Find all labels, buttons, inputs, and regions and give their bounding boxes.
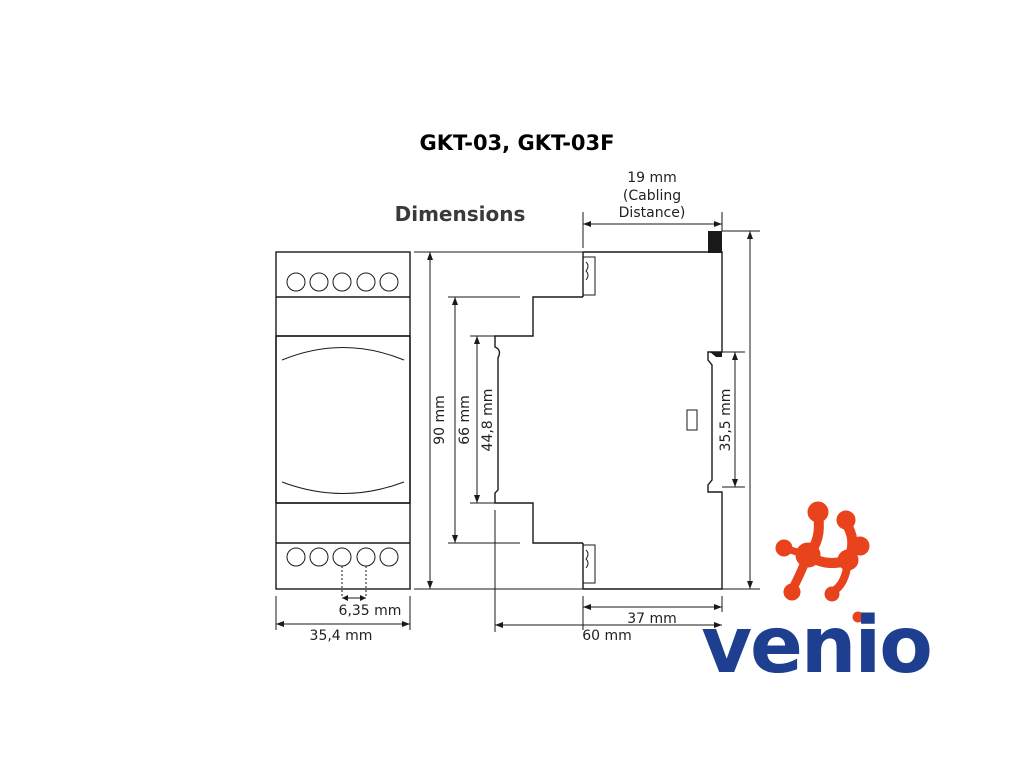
height-66-label: 66 mm (457, 395, 473, 445)
terminal-pitch-label: 6,35 mm (339, 603, 402, 619)
front-width-label: 35,4 mm (310, 628, 373, 644)
side-view (414, 231, 723, 590)
front-view (275, 251, 411, 598)
depth-37-label: 37 mm (627, 611, 677, 627)
cabling-line-3: Distance) (619, 205, 686, 221)
cabling-line-1: 19 mm (627, 170, 677, 186)
logo-mark-icon (775, 501, 870, 623)
dimensions-heading: Dimensions (395, 202, 526, 226)
height-90-label: 90 mm (432, 395, 448, 445)
venio-logo: venio (701, 501, 933, 691)
cabling-line-2: (Cabling (623, 188, 681, 204)
front-dimensions: 6,35 mm 35,4 mm (275, 595, 411, 644)
height-44-label: 44,8 mm (480, 389, 496, 452)
logo-wordmark: venio (701, 601, 931, 691)
rail-35-label: 35,5 mm (718, 389, 734, 452)
depth-60-label: 60 mm (582, 628, 632, 644)
top-terminals (286, 272, 399, 292)
product-title: GKT-03, GKT-03F (419, 131, 614, 155)
bottom-terminals (286, 547, 399, 567)
side-dimensions: 90 mm 66 mm 44,8 mm 35,5 mm 19 mm (Cabli… (427, 170, 760, 644)
